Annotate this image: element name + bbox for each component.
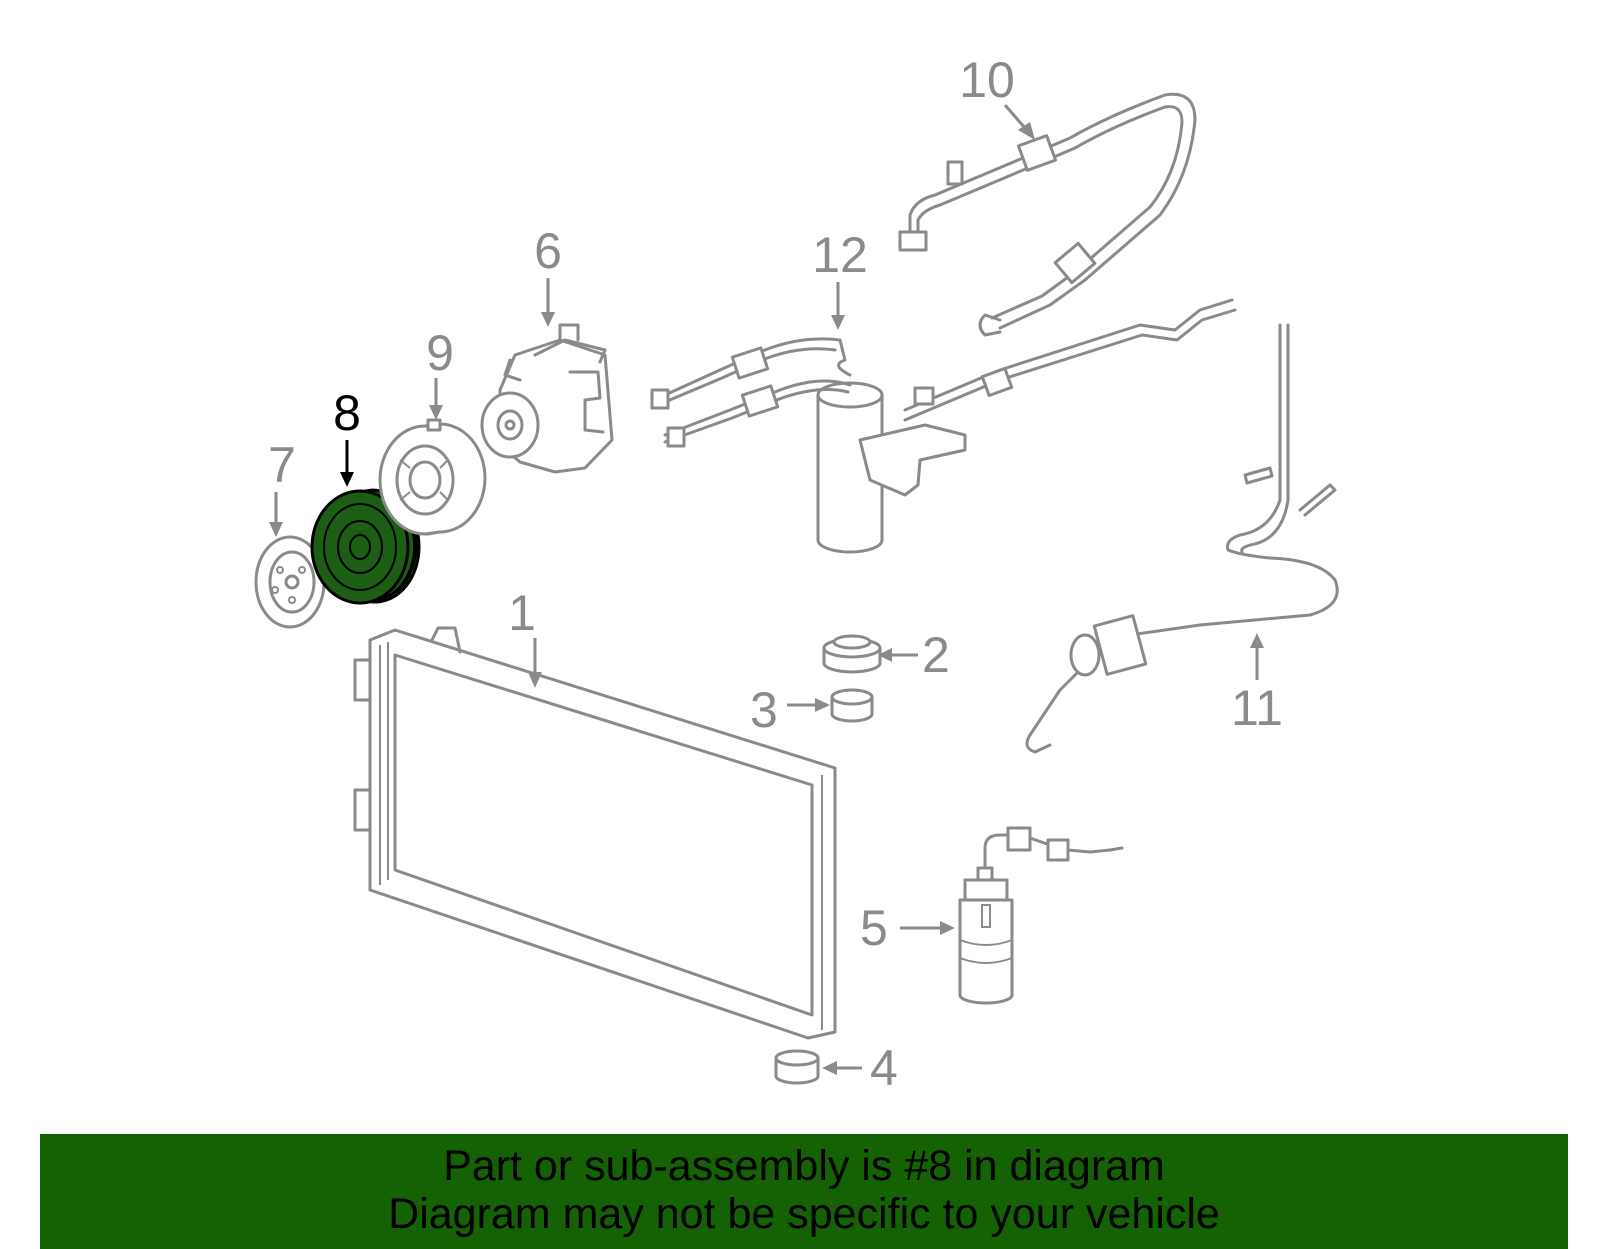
part-9-field-coil[interactable]	[378, 418, 487, 536]
callout-1: 1	[508, 585, 542, 688]
part-3-seal[interactable]	[830, 688, 874, 723]
callout-1-number: 1	[508, 585, 536, 641]
callout-9: 9	[426, 325, 454, 420]
callout-7: 7	[268, 437, 296, 537]
info-banner: Part or sub-assembly is #8 in diagram Di…	[40, 1134, 1568, 1249]
part-8-pulley-highlighted[interactable]	[310, 488, 421, 605]
callout-11: 11	[1231, 633, 1283, 736]
part-11-liquid-line[interactable]	[1025, 323, 1339, 754]
part-5-drier[interactable]	[958, 826, 1124, 1005]
callout-8-number: 8	[333, 385, 361, 441]
callout-10-number: 10	[959, 52, 1015, 108]
callout-3-number: 3	[750, 682, 778, 738]
callout-12-number: 12	[812, 227, 868, 283]
part-12-accumulator[interactable]	[650, 298, 1237, 554]
part-6-compressor[interactable]	[480, 323, 614, 474]
part-7-clutch-hub[interactable]	[254, 535, 326, 629]
callout-11-number: 11	[1231, 680, 1283, 736]
callout-5: 5	[860, 900, 955, 956]
callout-12: 12	[812, 227, 868, 330]
callout-5-number: 5	[860, 900, 888, 956]
part-1-condenser[interactable]	[353, 626, 837, 1040]
part-10-suction-hose[interactable]	[898, 92, 1197, 337]
part-2-cap[interactable]	[822, 634, 882, 674]
callout-9-number: 9	[426, 325, 454, 381]
callout-2-number: 2	[922, 627, 950, 683]
callout-4: 4	[822, 1040, 898, 1096]
callout-6-number: 6	[534, 223, 562, 279]
banner-disclaimer-line: Diagram may not be specific to your vehi…	[388, 1190, 1220, 1238]
callout-3: 3	[750, 682, 830, 738]
callout-10: 10	[959, 52, 1035, 140]
callout-8: 8	[333, 385, 361, 487]
callout-7-number: 7	[268, 437, 296, 493]
callout-4-number: 4	[870, 1040, 898, 1096]
callout-6: 6	[534, 223, 562, 327]
banner-part-line: Part or sub-assembly is #8 in diagram	[443, 1142, 1165, 1190]
part-4-seal[interactable]	[774, 1049, 820, 1085]
callout-2: 2	[878, 627, 950, 683]
